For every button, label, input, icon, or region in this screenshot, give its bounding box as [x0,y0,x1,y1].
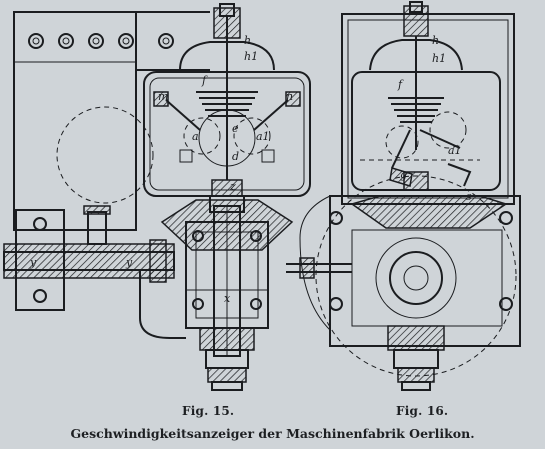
figure-15-drawing: h h1 f m n a a1 e d z x y y [3,3,311,391]
mounting-plate [13,11,137,231]
figure-15-label: Fig. 15. [182,404,235,418]
top-cap-16 [403,5,429,37]
label-z: z [229,180,236,193]
label-a: a [192,130,199,143]
label-h1: h1 [244,50,258,63]
label-h1-16: h1 [432,52,446,65]
governor-weights [153,91,301,167]
label-y-right: y [125,256,133,269]
label-f: f [201,74,208,87]
label-h: h [244,34,251,47]
label-a1-16: a1 [448,144,462,157]
governor-spring-16 [388,97,444,123]
label-x: x [224,292,231,305]
label-h-16: h [432,34,439,47]
figure-caption: Geschwindigkeitsanzeiger der Maschinenfa… [70,426,475,441]
mounting-screws [28,33,174,49]
governor-spring [196,60,258,180]
dial-outline [56,106,154,204]
label-y-left: y [29,256,37,269]
label-a1: a1 [256,130,270,143]
label-e: e [232,122,239,135]
label-g-16: g [400,168,407,181]
label-f-16: f [397,78,404,91]
technical-drawing: h h1 f m n a a1 e d z x y y [3,1,521,391]
drive-coupling [199,327,255,351]
oil-pipe [3,243,175,279]
label-n: n [286,90,293,103]
governor-linkage-16 [360,111,480,187]
label-d: d [232,150,239,163]
figure-16-drawing: h h1 f a1 g s [286,1,521,391]
label-m: m [158,90,168,103]
drive-coupling-16 [387,325,445,351]
figure-16-label: Fig. 16. [396,404,449,418]
bell-housing [179,41,275,71]
label-s-16: s [466,190,472,203]
